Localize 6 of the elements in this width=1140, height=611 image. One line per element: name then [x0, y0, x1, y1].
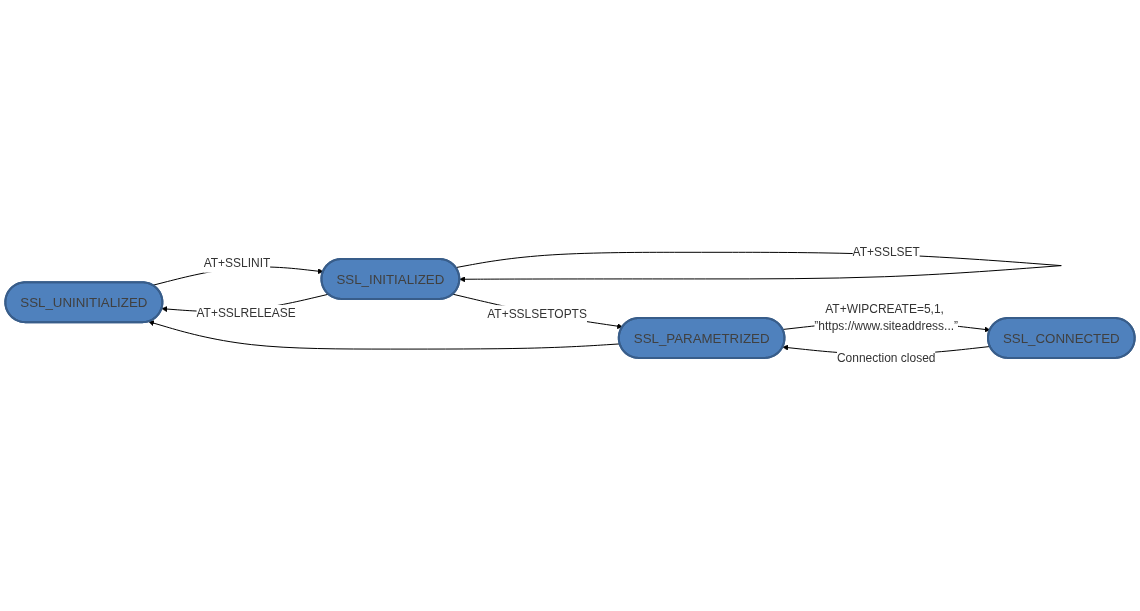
edge-label: Connection closed [836, 351, 936, 365]
edge-label: AT+SSLSET [852, 245, 920, 259]
edge-label: AT+SSLRELEASE [196, 307, 296, 321]
edge-label: AT+SSLINIT [203, 257, 271, 271]
edge-label: AT+WIPCREATE=5,1, ”https://www.siteaddress...” [814, 302, 959, 334]
edge-label: AT+SSLSETOPTS [487, 307, 587, 321]
